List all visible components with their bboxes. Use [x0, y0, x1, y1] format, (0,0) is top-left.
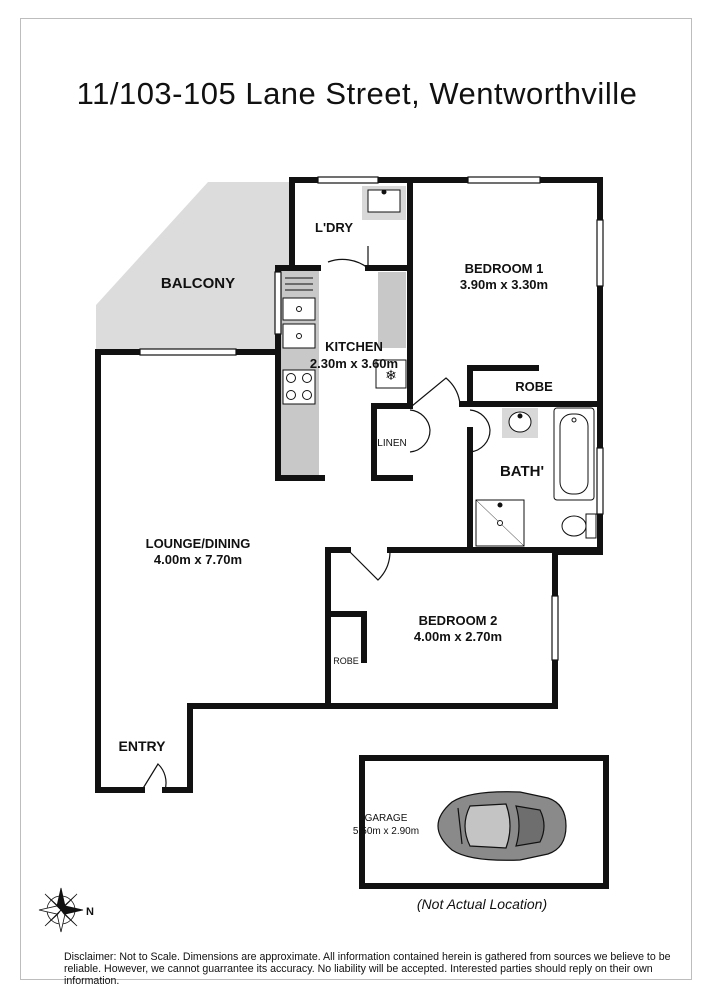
- fridge-icon: ❄: [375, 359, 407, 389]
- bedroom1-dims: 3.90m x 3.30m: [460, 277, 548, 292]
- robe-label: ROBE: [515, 379, 553, 394]
- location-note: (Not Actual Location): [416, 896, 548, 912]
- laundry-label: L'DRY: [315, 220, 353, 235]
- windows: [139, 176, 604, 661]
- shower-icon: [475, 499, 525, 547]
- robe2-label: ROBE: [333, 656, 359, 666]
- toilet-icon: [561, 513, 597, 539]
- linen-label: LINEN: [377, 438, 406, 449]
- page-frame: [20, 18, 692, 980]
- entry-label: ENTRY: [119, 738, 167, 754]
- bath-label: BATH': [500, 463, 544, 480]
- lounge-dims: 4.00m x 7.70m: [154, 552, 242, 567]
- bathtub-icon: [553, 407, 595, 501]
- compass-north-label: N: [86, 906, 94, 918]
- lounge-label: LOUNGE/DINING: [146, 536, 251, 551]
- basin-icon: [502, 408, 538, 438]
- bedroom1-label: BEDROOM 1: [465, 261, 544, 276]
- balcony-area: [96, 182, 292, 352]
- kitchen-sink-icon: [282, 277, 316, 349]
- bedroom2-label: BEDROOM 2: [419, 613, 498, 628]
- disclaimer-text: Disclaimer: Not to Scale. Dimensions are…: [64, 951, 671, 987]
- kitchen-dims: 2.30m x 3.60m: [310, 356, 398, 371]
- property-title: 11/103-105 Lane Street, Wentworthville: [76, 76, 638, 111]
- compass-icon: [38, 887, 84, 933]
- kitchen-label: KITCHEN: [325, 339, 383, 354]
- sink-icon: [362, 186, 406, 220]
- svg-text:❄: ❄: [385, 368, 397, 384]
- garage-dims: 5.50m x 2.90m: [353, 826, 419, 837]
- car-icon: [437, 791, 567, 861]
- balcony-label: BALCONY: [161, 275, 235, 292]
- bedroom2-dims: 4.00m x 2.70m: [414, 629, 502, 644]
- garage-label: GARAGE: [365, 813, 408, 824]
- door-swings: [141, 246, 491, 791]
- stove-icon: [282, 369, 316, 405]
- kitchen-bench-right: [378, 272, 406, 348]
